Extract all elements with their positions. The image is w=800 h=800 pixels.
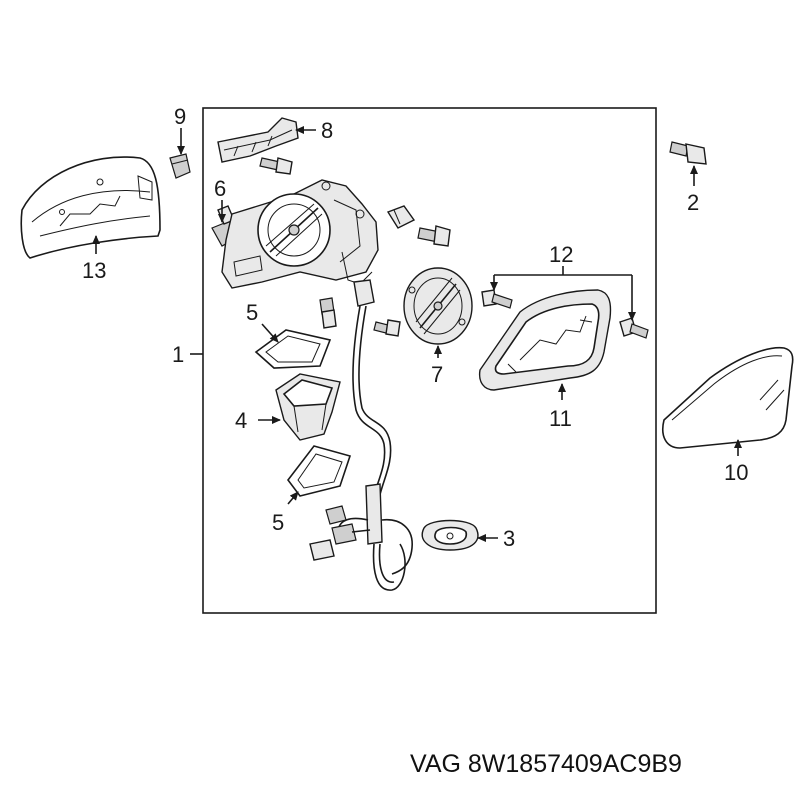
part-13-mirror-cap	[20, 156, 161, 259]
part-number-caption: VAG 8W1857409AC9B9	[410, 750, 682, 778]
part-12-screw-right	[619, 317, 649, 339]
part-12-screw-left	[481, 289, 513, 309]
housing-clip	[386, 205, 416, 229]
mirror-base-housing	[221, 179, 379, 289]
housing-bolt	[319, 297, 337, 329]
assembly-frame	[202, 107, 657, 614]
callout-1: 1	[172, 342, 184, 367]
callout-2: 2	[687, 190, 699, 215]
part-3-grommet	[421, 519, 479, 551]
callout-5-upper: 5	[246, 300, 258, 325]
part-10-mirror-glass	[662, 346, 794, 449]
callout-3: 3	[503, 526, 515, 551]
callout-11: 11	[549, 406, 572, 431]
wire-harness	[309, 279, 413, 591]
part-4-cup	[275, 373, 341, 441]
callout-6: 6	[214, 176, 226, 201]
callout-5-lower: 5	[272, 510, 284, 535]
callout-9: 9	[174, 104, 186, 129]
callout-10: 10	[724, 460, 748, 485]
screw-7	[373, 319, 401, 337]
part-7-actuator	[403, 267, 473, 345]
part-2-bolt	[669, 141, 707, 165]
leader-lines	[92, 126, 742, 542]
callout-12: 12	[549, 242, 573, 267]
part-8-bracket	[217, 117, 299, 163]
part-11-glass-carrier	[478, 289, 612, 391]
callout-4: 4	[235, 408, 247, 433]
part-5-lower-gasket	[286, 445, 352, 497]
part-5-upper-gasket	[254, 329, 332, 369]
screw-8	[259, 157, 293, 175]
part-9-clip	[169, 153, 191, 179]
callout-7: 7	[431, 362, 443, 387]
screw-right-housing	[417, 225, 451, 247]
callout-8: 8	[321, 118, 333, 143]
callout-13: 13	[82, 258, 106, 283]
